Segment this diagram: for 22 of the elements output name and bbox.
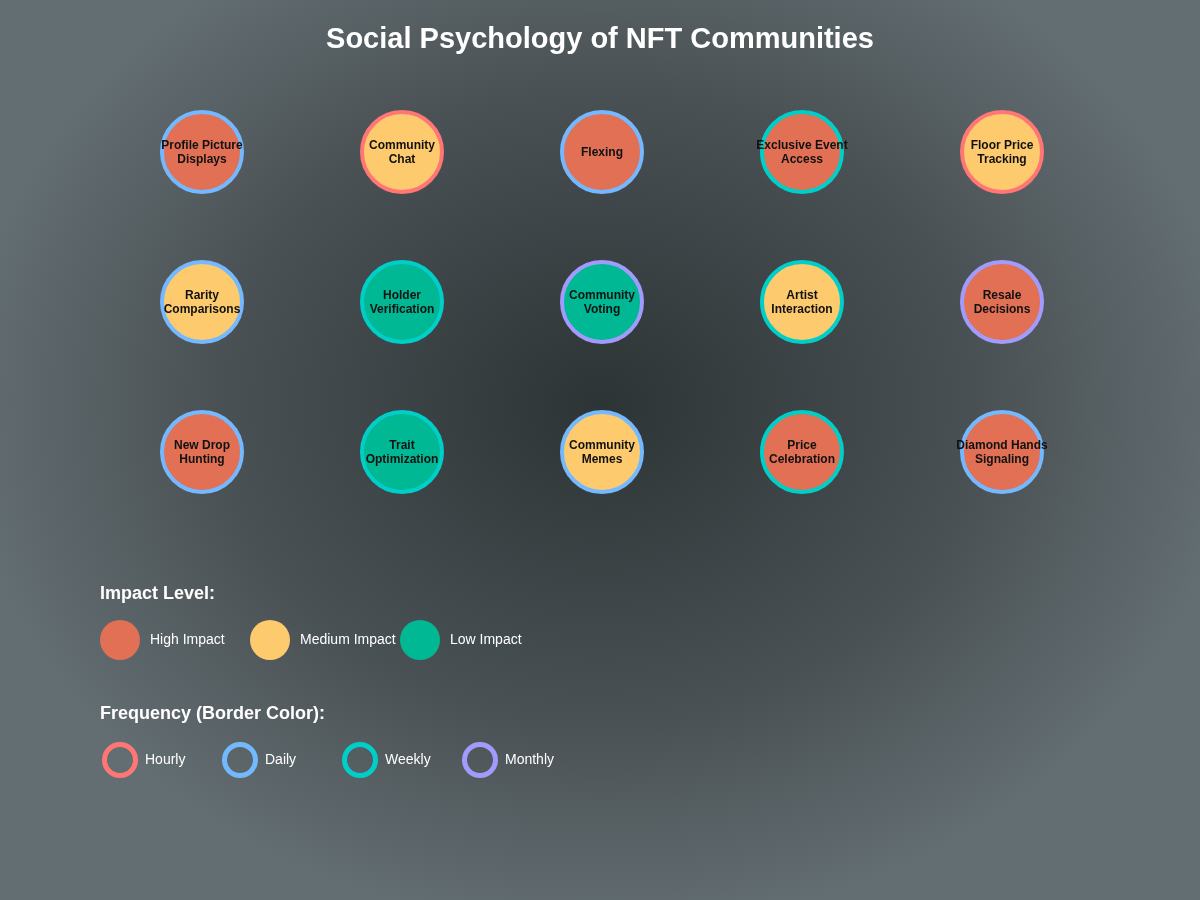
legend-heading: Impact Level:	[100, 583, 216, 604]
node-label: Community Chat	[368, 138, 436, 166]
legend-heading: Frequency (Border Color):	[100, 703, 326, 724]
legend-label: Monthly	[505, 751, 555, 767]
node-label: Community Memes	[568, 438, 636, 466]
node-label: Resale Decisions	[972, 288, 1032, 316]
node-label: Floor Price Tracking	[969, 138, 1035, 166]
node-label: New Drop Hunting	[173, 438, 231, 466]
legend-label: High Impact	[150, 631, 225, 647]
node-label: Community Voting	[568, 288, 636, 316]
legend-label: Medium Impact	[300, 631, 396, 647]
node-label: Trait Optimization	[364, 438, 440, 466]
node-label: Holder Verification	[368, 288, 436, 316]
legend-label: Daily	[265, 751, 297, 767]
legend-label: Weekly	[385, 751, 431, 767]
legend-label: Low Impact	[450, 631, 522, 647]
diagram-title: Social Psychology of NFT Communities	[325, 22, 875, 55]
node-label: Flexing	[580, 145, 624, 159]
legend-label: Hourly	[145, 751, 186, 767]
node-label: Artist Interaction	[770, 288, 834, 316]
node-label: Price Celebration	[768, 438, 836, 466]
node-label: Rarity Comparisons	[162, 288, 242, 316]
